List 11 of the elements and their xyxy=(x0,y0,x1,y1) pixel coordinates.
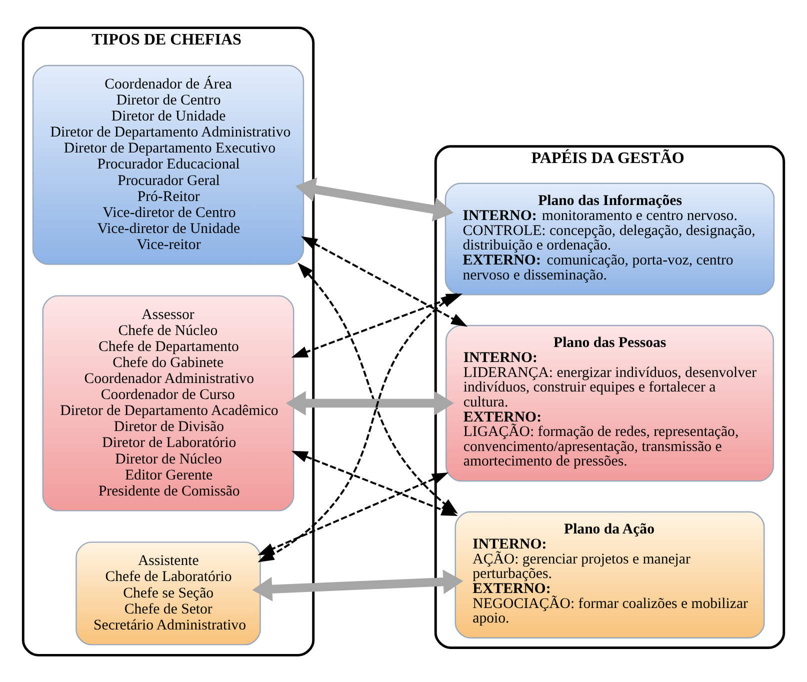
arrow xyxy=(300,236,468,326)
arrow xyxy=(286,390,454,415)
arrow xyxy=(295,176,454,222)
node-box: Assessor Chefe de Núcleo Chefe de Departamento Chefe do Gabinete Coordenador Administrativo Coordenador de Curso Diretor de Departamento Acadêmico Diretor de Divisão Diretor de Laboratório Diretor de Núcleo Editor Gerente Presidente de Comissão xyxy=(42,294,294,511)
node-box: Coordenador de Área Diretor de Centro Diretor de Unidade Diretor de Departamento Administrativo Diretor de Departamento Executivo Procurador Educacional Procurador Geral Pró-Reitor Vice-diretor de Centro Vice-diretor de Unidade Vice-reitor xyxy=(32,64,304,264)
node-box: Plano da Ação INTERNO: AÇÃO: gerenciar projetos e manejar perturbações. EXTERNO: NEGOCIAÇÃO: formar coalizões e mobilizar apoio. xyxy=(454,510,765,638)
node-box: Assistente Chefe de Laboratório Chefe se Seção Chefe de Setor Secretário Administrativo xyxy=(76,541,261,645)
arrow xyxy=(252,569,464,601)
node-box: Plano das Pessoas INTERNO: LIDERANÇA: energizar indivíduos, desenvolver indivíduos, construir equipes e fortalecer a cultura. EXTERNO: LIGAÇÃO: formação de redes, representação, convencimento/apresentação, transmissão e amortecimento de pressões. xyxy=(445,324,774,482)
arrow xyxy=(258,472,449,555)
node-box: Plano das Informações INTERNO: monitoramento e centro nervoso. CONTROLE: concepção, delegação, designação, distribuição e ordenação. EXTERNO: comunicação, porta-voz, centro nervoso e disseminação. xyxy=(444,182,775,295)
